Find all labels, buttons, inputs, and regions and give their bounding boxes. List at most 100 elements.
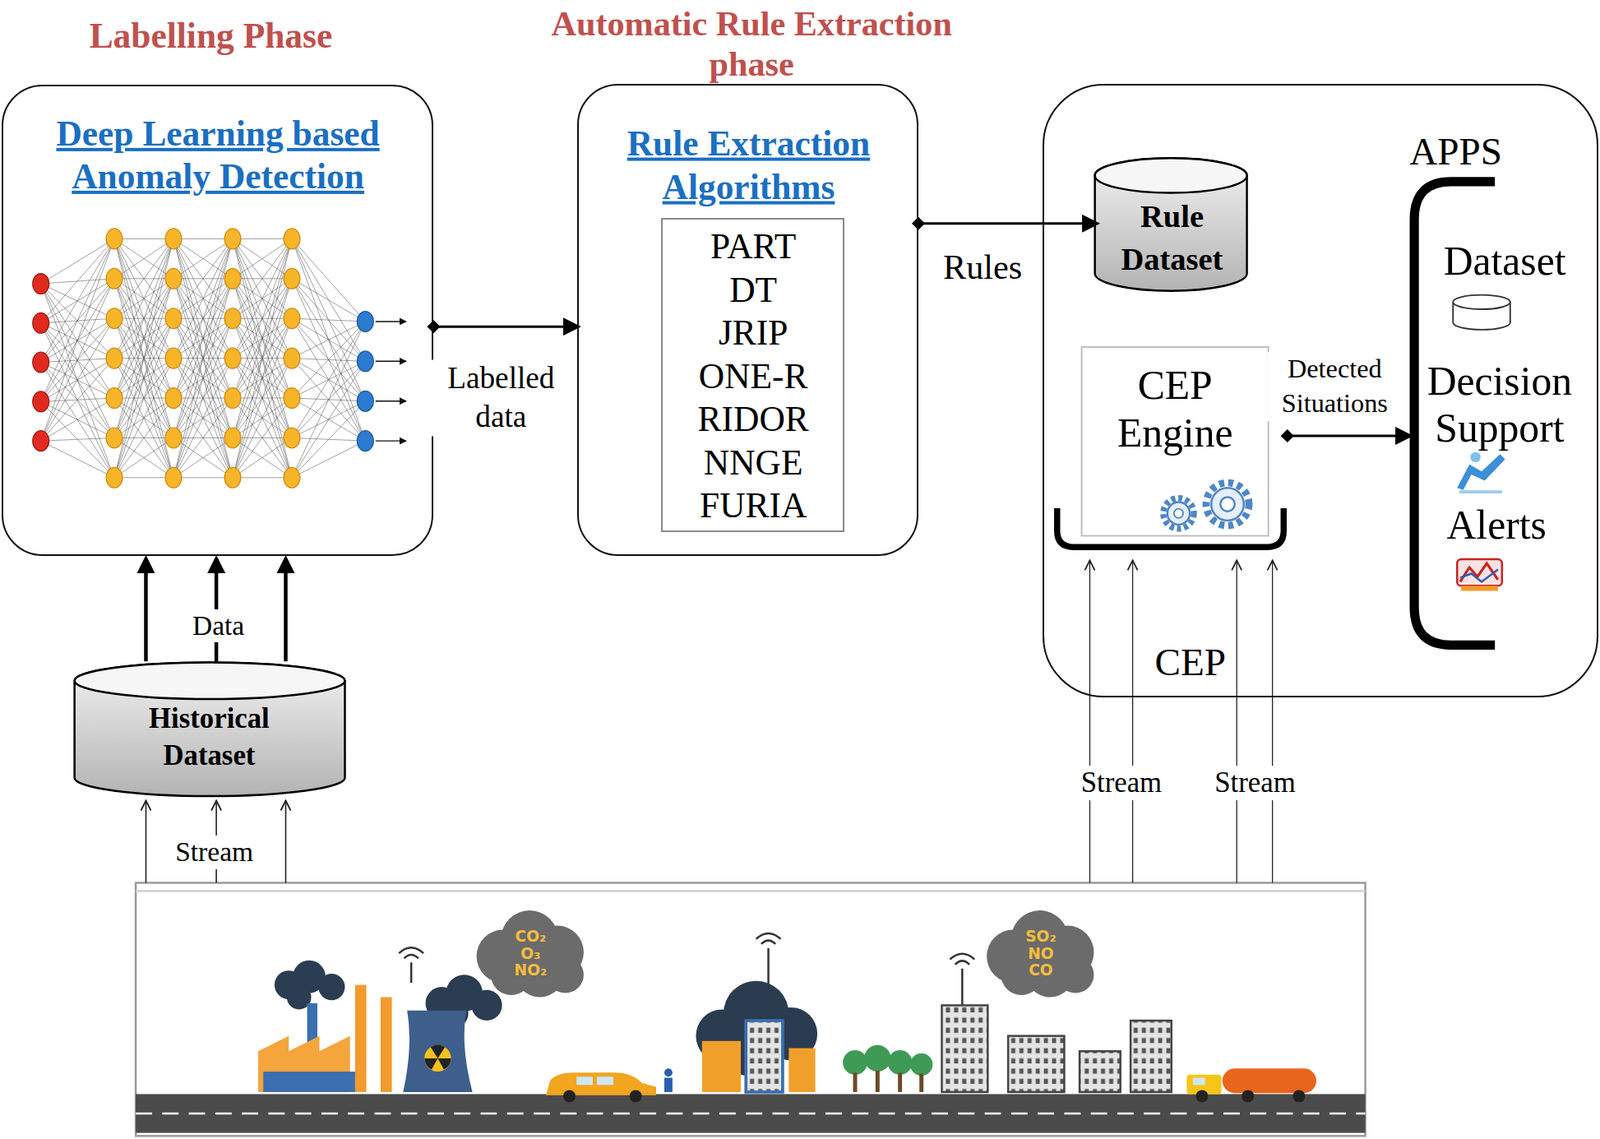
neural-network [41, 362, 115, 439]
neural-network [375, 439, 407, 441]
database-cylinder: Rule Dataset [1096, 159, 1250, 292]
neural-network [106, 467, 123, 488]
neural-network [106, 347, 123, 369]
city-illustration [596, 1076, 614, 1085]
neural-network [224, 268, 241, 289]
neural-network [173, 238, 233, 438]
phase-box: Labelling PhaseDeep Learning based Anoma… [1, 84, 434, 556]
city-illustration [135, 889, 1365, 892]
neural-network [291, 321, 366, 478]
neural-network [291, 278, 366, 402]
decision-support-icon [1459, 490, 1503, 494]
neural-network [173, 437, 233, 477]
neural-network [232, 238, 292, 477]
neural-network [173, 238, 233, 278]
neural-network [173, 238, 233, 319]
neural-network [291, 238, 366, 361]
database-cylinder [1095, 157, 1248, 291]
neural-network [375, 400, 407, 402]
node-text: DT [729, 268, 777, 311]
neural-network [165, 467, 182, 488]
city-illustration [398, 947, 424, 953]
neural-network [173, 358, 233, 478]
city-illustration [546, 956, 584, 994]
neural-network [114, 318, 174, 478]
neural-network [173, 437, 233, 477]
city-illustration [1008, 1035, 1064, 1092]
gear-icon [1174, 508, 1184, 518]
node-title: CO₂ O₃ NO₂ [508, 929, 552, 980]
neural-network [41, 358, 115, 442]
connector [1236, 559, 1238, 883]
neural-network [32, 228, 407, 488]
neural-network [232, 318, 292, 478]
database-cylinder [74, 661, 346, 699]
city-illustration [842, 1045, 933, 1076]
city-illustration [410, 961, 412, 983]
neural-network [114, 238, 174, 477]
neural-network [165, 388, 182, 409]
neural-network [232, 238, 292, 319]
neural-network [32, 351, 50, 373]
city-illustration [135, 1093, 1365, 1133]
neural-network [224, 427, 241, 449]
neural-network [114, 397, 174, 478]
dataset-icon [1452, 295, 1510, 330]
decision-support-icon [1456, 453, 1505, 490]
city-illustration [664, 1068, 673, 1077]
neural-network [173, 238, 233, 438]
edge-label: Detected Situations [1267, 351, 1402, 421]
city-illustration [1222, 1068, 1317, 1093]
engine-box [1082, 346, 1269, 537]
neural-network [291, 238, 366, 401]
city-illustration [1241, 1089, 1254, 1102]
city-illustration [424, 1045, 451, 1070]
node-title: Historical Dataset [122, 699, 296, 774]
city-illustration [961, 968, 963, 1006]
neural-network [232, 238, 292, 278]
connector [918, 221, 1097, 225]
neural-network [291, 278, 366, 322]
city-illustration [955, 960, 970, 964]
neural-network [41, 318, 115, 441]
neural-network [291, 321, 366, 398]
neural-network [291, 321, 366, 359]
neural-network [232, 238, 292, 477]
neural-network [173, 238, 233, 398]
node-text: Dataset [1443, 237, 1567, 287]
neural-network [291, 238, 366, 441]
apps-bracket: APPSDatasetDecision SupportAlerts [1410, 129, 1600, 655]
city-illustration [135, 882, 1365, 1136]
neural-network [106, 228, 123, 250]
city-illustration [629, 1089, 643, 1102]
neural-network [283, 347, 301, 369]
neural-network [232, 397, 292, 478]
city-illustration [1196, 1089, 1209, 1102]
city-illustration [1193, 1077, 1206, 1086]
neural-network [232, 238, 292, 398]
city-illustration [664, 1077, 673, 1092]
neural-network [173, 238, 233, 477]
neural-network [41, 397, 115, 441]
neural-network [232, 238, 292, 240]
city-illustration [767, 947, 769, 985]
neural-network [114, 238, 174, 358]
neural-network [173, 318, 233, 478]
neural-network [224, 228, 241, 250]
neural-network [114, 238, 174, 438]
edge-label: Data [189, 609, 248, 643]
city-illustration [756, 933, 782, 939]
database-cylinder: Historical Dataset [73, 661, 345, 798]
neural-network [232, 238, 292, 438]
alerts-icon [1460, 563, 1499, 582]
node-title: Rule Dataset [1100, 195, 1244, 282]
neural-network [114, 238, 174, 240]
city-illustration [842, 1049, 868, 1075]
neural-network [283, 228, 301, 250]
neural-network [41, 238, 115, 284]
neural-network [232, 238, 292, 398]
connector [1287, 434, 1411, 437]
neural-network [173, 238, 233, 278]
neural-network [173, 318, 233, 478]
neural-network [41, 278, 115, 441]
